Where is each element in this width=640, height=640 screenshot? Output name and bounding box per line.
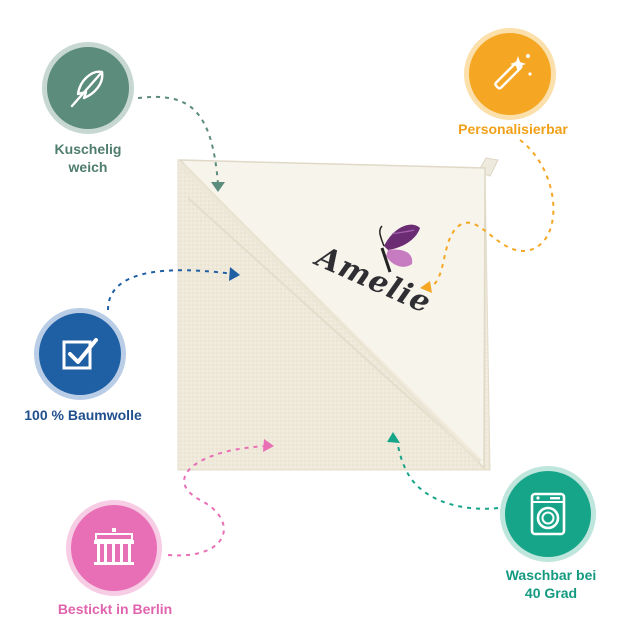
berlin-feature-label: Bestickt in Berlin: [40, 600, 190, 618]
soft-label-line-2: weich: [68, 159, 108, 175]
washing-machine-icon: [530, 492, 566, 536]
cotton-feature-label: 100 % Baumwolle: [8, 406, 158, 424]
soft-feature-badge: [42, 42, 134, 134]
butterfly-embroidery: [379, 224, 420, 273]
wash-label-line-1: Waschbar bei: [505, 567, 597, 583]
personal-feature-badge: [464, 28, 556, 120]
wash-feature-label: Waschbar bei 40 Grad: [476, 566, 626, 602]
brandenburg-gate-icon: [94, 528, 134, 565]
berlin-label-line-1: Bestickt in Berlin: [57, 601, 173, 617]
feather-icon: [70, 70, 104, 108]
magic-wand-icon: [494, 54, 532, 90]
cotton-feature-badge: [34, 308, 126, 400]
personal-label-line-1: Personalisierbar: [458, 121, 568, 137]
berlin-feature-badge: [66, 500, 162, 596]
soft-feature-label: Kuschelig weich: [28, 140, 148, 176]
cotton-label-line-1: 100 % Baumwolle: [24, 407, 142, 423]
wash-feature-badge: [500, 466, 596, 562]
wash-label-line-2: 40 Grad: [524, 585, 578, 601]
soft-label-line-1: Kuschelig: [54, 141, 122, 157]
personal-feature-label: Personalisierbar: [438, 120, 588, 138]
checkbox-icon: [62, 338, 98, 370]
